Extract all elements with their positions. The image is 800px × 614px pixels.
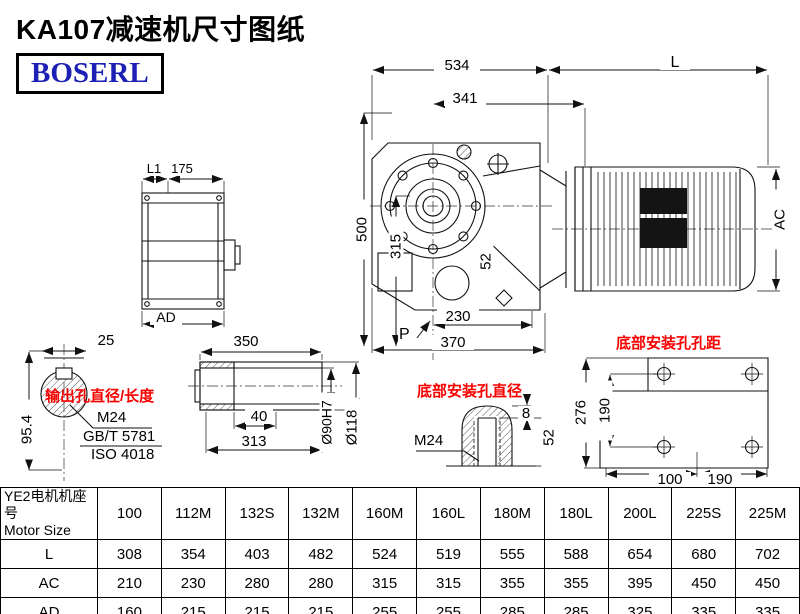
col-header: 225M: [735, 487, 800, 540]
col-header: 200L: [607, 487, 673, 540]
table-cell: 482: [288, 539, 354, 569]
dim-100: 100: [649, 472, 691, 487]
row-label: AD: [0, 597, 98, 614]
dim-370: 370: [432, 335, 474, 350]
dim-P: P: [398, 326, 411, 343]
table-cell: 680: [671, 539, 737, 569]
dim-230: 230: [437, 309, 479, 324]
dim-52: 52: [478, 231, 495, 292]
table-cell: 355: [479, 568, 545, 598]
table-cell: 555: [479, 539, 545, 569]
table-cell: 280: [224, 568, 290, 598]
col-header: 100: [97, 487, 162, 540]
table-cell: 325: [607, 597, 673, 614]
table-cell: 315: [352, 568, 418, 598]
motor-size-header-cn: YE2电机机座号: [4, 488, 87, 522]
bottom-plate-view: [599, 357, 769, 469]
table-cell: 355: [543, 568, 609, 598]
table-cell: 588: [543, 539, 609, 569]
dim-L: L: [660, 55, 690, 71]
shaft-end-view: [40, 357, 162, 447]
dim-313: 313: [233, 434, 275, 449]
table-cell: 519: [416, 539, 481, 569]
table-cell: 335: [735, 597, 800, 614]
col-header: 225S: [671, 487, 737, 540]
extension-lines: [29, 75, 780, 477]
table-cell: 308: [97, 539, 162, 569]
col-header: 160L: [416, 487, 481, 540]
row-label: AC: [0, 568, 98, 598]
centerlines: [63, 144, 778, 481]
col-header: 160M: [352, 487, 418, 540]
table-cell: 354: [160, 539, 226, 569]
row-label: L: [0, 539, 98, 569]
table-cell: 395: [607, 568, 673, 598]
table-header-row: YE2电机机座号 Motor Size 100 112M 132S 132M 1…: [0, 487, 800, 540]
bottom-pitch-annotation: 底部安装孔孔距: [616, 335, 722, 352]
page-title: KA107减速机尺寸图纸: [16, 14, 306, 45]
bottom-hole-dia-annotation: 底部安装孔直径: [417, 383, 523, 400]
dim-L1: L1: [141, 161, 167, 176]
table-cell: 160: [97, 597, 162, 614]
side-view: [141, 192, 241, 310]
dim-118: Ø118: [344, 397, 361, 458]
main-view: [371, 142, 756, 311]
bottom-hole-view: [416, 405, 536, 467]
table-cell: 524: [352, 539, 418, 569]
table-cell: 702: [735, 539, 800, 569]
col-header: 132M: [288, 487, 354, 540]
dim-8: 8: [518, 406, 534, 421]
dim-276: 276: [573, 382, 590, 443]
output-standard-gbt: GB/T 5781: [82, 428, 157, 445]
table-cell: 285: [479, 597, 545, 614]
col-header: 112M: [160, 487, 226, 540]
table-cell: 215: [160, 597, 226, 614]
dim-315: 315: [388, 216, 405, 277]
dim-190-horizontal: 190: [699, 472, 741, 487]
table-cell: 654: [607, 539, 673, 569]
table-cell: 450: [671, 568, 737, 598]
table-cell: 335: [671, 597, 737, 614]
table-row-L: L 308 354 403 482 524 519 555 588 654 68…: [0, 539, 800, 569]
dim-AD: AD: [150, 310, 182, 325]
col-header: 180M: [479, 487, 545, 540]
dim-40: 40: [245, 409, 273, 424]
dim-25: 25: [90, 333, 122, 348]
table-cell: 230: [160, 568, 226, 598]
motor-size-header: YE2电机机座号 Motor Size: [0, 487, 98, 540]
table-cell: 403: [224, 539, 290, 569]
bottom-thread-label: M24: [413, 432, 445, 449]
table-row-AD: AD 160 215 215 215 255 255 285 285 325 3…: [0, 597, 800, 614]
table-cell: 285: [543, 597, 609, 614]
dim-350: 350: [225, 334, 267, 349]
dim-90H7: Ø90H7: [319, 392, 335, 453]
output-hole-annotation: 输出孔直径/长度: [45, 388, 155, 405]
motor-size-header-en: Motor Size: [4, 522, 71, 538]
table-cell: 215: [288, 597, 354, 614]
table-cell: 255: [416, 597, 481, 614]
dim-52-bottom: 52: [541, 407, 558, 468]
table-cell: 280: [288, 568, 354, 598]
dim-190-vertical: 190: [597, 380, 614, 441]
col-header: 180L: [543, 487, 609, 540]
table-cell: 315: [416, 568, 481, 598]
output-thread-label: M24: [96, 409, 128, 426]
dim-AC: AC: [772, 189, 789, 250]
dim-175: 175: [166, 161, 198, 176]
dim-341: 341: [444, 91, 486, 106]
table-cell: 210: [97, 568, 162, 598]
motor-dark-area: [640, 188, 687, 248]
motor-size-table: YE2电机机座号 Motor Size 100 112M 132S 132M 1…: [0, 487, 800, 614]
table-row-AC: AC 210 230 280 280 315 315 355 355 395 4…: [0, 568, 800, 598]
table-cell: 255: [352, 597, 418, 614]
dim-500: 500: [354, 199, 371, 260]
table-cell: 215: [224, 597, 290, 614]
col-header: 132S: [224, 487, 290, 540]
output-standard-iso: ISO 4018: [90, 446, 156, 463]
dim-95-4: 95.4: [19, 399, 36, 460]
brand-logo: BOSERL: [16, 53, 164, 94]
table-cell: 450: [735, 568, 800, 598]
dim-534: 534: [434, 58, 480, 73]
